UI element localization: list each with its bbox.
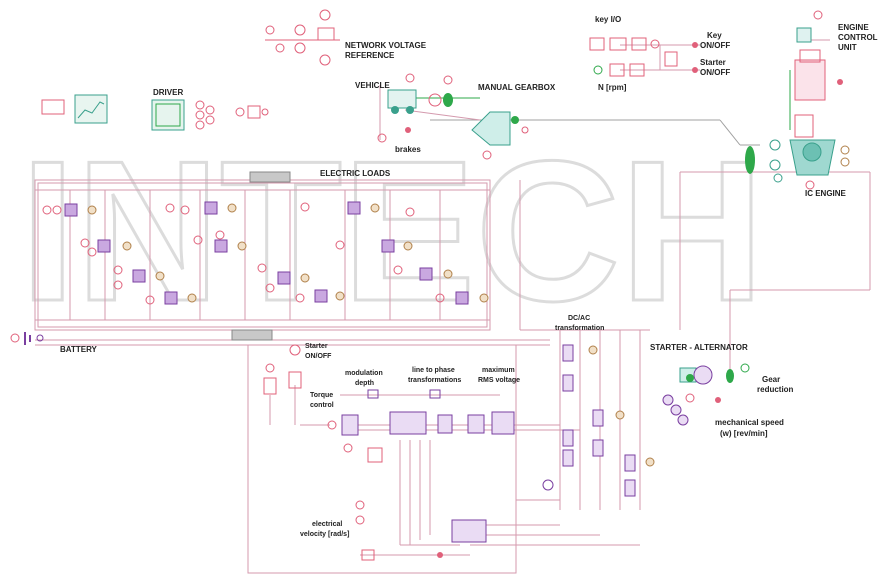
network-voltage-block: NETWORK VOLTAGE REFERENCE [265, 10, 427, 65]
modulation-label-2: depth [355, 380, 374, 387]
gear-reduction-label-1: Gear [762, 375, 780, 384]
mech-speed-label-1: mechanical speed [715, 418, 784, 427]
ecu-label-2: CONTROL [838, 33, 878, 42]
key-io-label: key I/O [595, 15, 621, 24]
starter-onoff-label-2: ON/OFF [305, 353, 332, 360]
starter-alternator-block: STARTER - ALTERNATOR Gear reduction mech… [650, 343, 794, 438]
starter-top-label-2: ON/OFF [700, 68, 730, 77]
gearbox-label: MANUAL GEARBOX [478, 83, 556, 92]
ecu-label-3: UNIT [838, 43, 857, 52]
torque-label-2: control [310, 402, 334, 409]
dcac-label-1: DC/AC [568, 315, 590, 322]
electric-loads-label: ELECTRIC LOADS [320, 169, 391, 178]
watermark-text: INTECH [20, 120, 764, 343]
starter-onoff-label-1: Starter [305, 343, 328, 350]
line-phase-label-2: transformations [408, 377, 461, 384]
modulation-label-1: modulation [345, 370, 383, 377]
key-onoff-label-1: Key [707, 31, 722, 40]
elec-velocity-label-2: velocity [rad/s] [300, 531, 349, 538]
elec-velocity-block: electrical velocity [rad/s] [300, 501, 486, 560]
gear-reduction-label-2: reduction [757, 385, 794, 394]
line-phase-label-1: line to phase [412, 367, 455, 374]
network-voltage-label-2: REFERENCE [345, 51, 395, 60]
max-rms-label-2: RMS voltage [478, 377, 520, 384]
driver-label: DRIVER [153, 88, 183, 97]
starter-alternator-label: STARTER - ALTERNATOR [650, 343, 748, 352]
ic-engine-label: IC ENGINE [805, 189, 847, 198]
starter-top-label-1: Starter [700, 58, 726, 67]
network-voltage-label-1: NETWORK VOLTAGE [345, 41, 427, 50]
max-rms-label-1: maximum [482, 367, 515, 374]
brakes-label: brakes [395, 145, 421, 154]
battery-label: BATTERY [60, 345, 98, 354]
n-rpm-label: N [rpm] [598, 83, 627, 92]
ecu-label-1: ENGINE [838, 23, 869, 32]
dcac-label-2: transformation [555, 325, 604, 332]
ecu-block: ENGINE CONTROL UNIT [795, 11, 878, 100]
vehicle-label: VEHICLE [355, 81, 390, 90]
control-block: Starter ON/OFF modulation depth line to … [264, 343, 520, 462]
mech-speed-label-2: (w) [rev/min] [720, 429, 768, 438]
elec-velocity-label-1: electrical [312, 521, 342, 528]
torque-label-1: Torque [310, 392, 333, 399]
key-onoff-label-2: ON/OFF [700, 41, 730, 50]
